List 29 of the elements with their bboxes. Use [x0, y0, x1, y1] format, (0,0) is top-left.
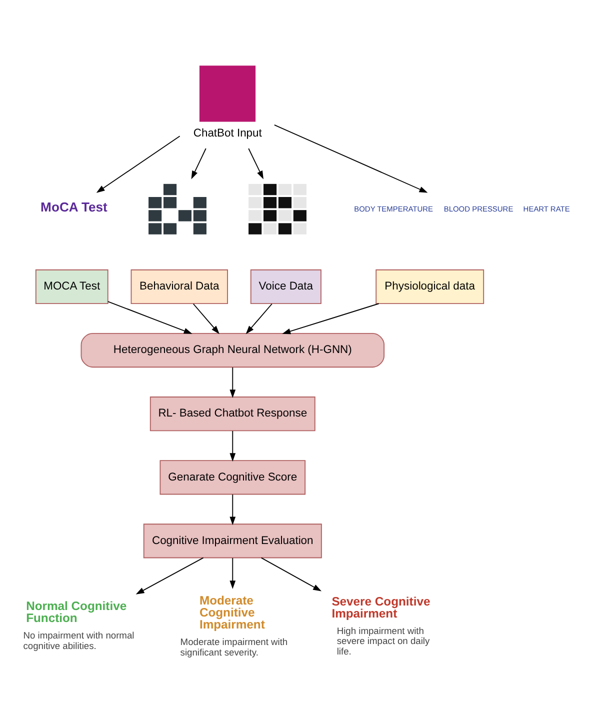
arrow — [230, 558, 236, 590]
node-box — [199, 66, 256, 122]
arrow — [260, 557, 322, 592]
arrow — [107, 301, 192, 334]
arrow — [246, 303, 272, 334]
node-box: Behavioral Data — [130, 269, 228, 304]
arrow — [192, 303, 220, 334]
node-text: Normal Cognitive Function No impairment with normal cognitive abilities. — [23, 599, 134, 651]
node-box: RL- Based Chatbot Response — [150, 396, 316, 432]
node-box: Heterogeneous Graph Neural Network (H-GNN) — [80, 333, 385, 368]
node-label: ChatBot Input — [193, 127, 262, 140]
node-box: Voice Data — [250, 269, 322, 304]
node-box: Genarate Cognitive Score — [160, 460, 306, 495]
arrow — [274, 124, 428, 193]
arrow — [191, 148, 206, 180]
node-text: Moderate Cognitive Impairment Moderate impairment with significant severity. — [180, 593, 288, 658]
node-text: BODY TEMPERATURE BLOOD PRESSURE HEART RATE — [354, 204, 570, 214]
node-text: Severe Cognitive Impairment High impairment with severe impact on daily life. — [332, 594, 430, 657]
arrow — [136, 557, 204, 594]
arrow — [96, 136, 180, 193]
node-box: Cognitive Impairment Evaluation — [143, 524, 322, 558]
node-box: Physiological data — [376, 269, 484, 304]
arrow — [282, 303, 380, 334]
arrow — [230, 366, 236, 398]
node-box: MOCA Test — [35, 269, 108, 304]
arrow — [248, 148, 264, 180]
node-text: MoCA Test — [40, 200, 108, 215]
arrow — [230, 430, 236, 462]
arrow — [230, 494, 236, 526]
